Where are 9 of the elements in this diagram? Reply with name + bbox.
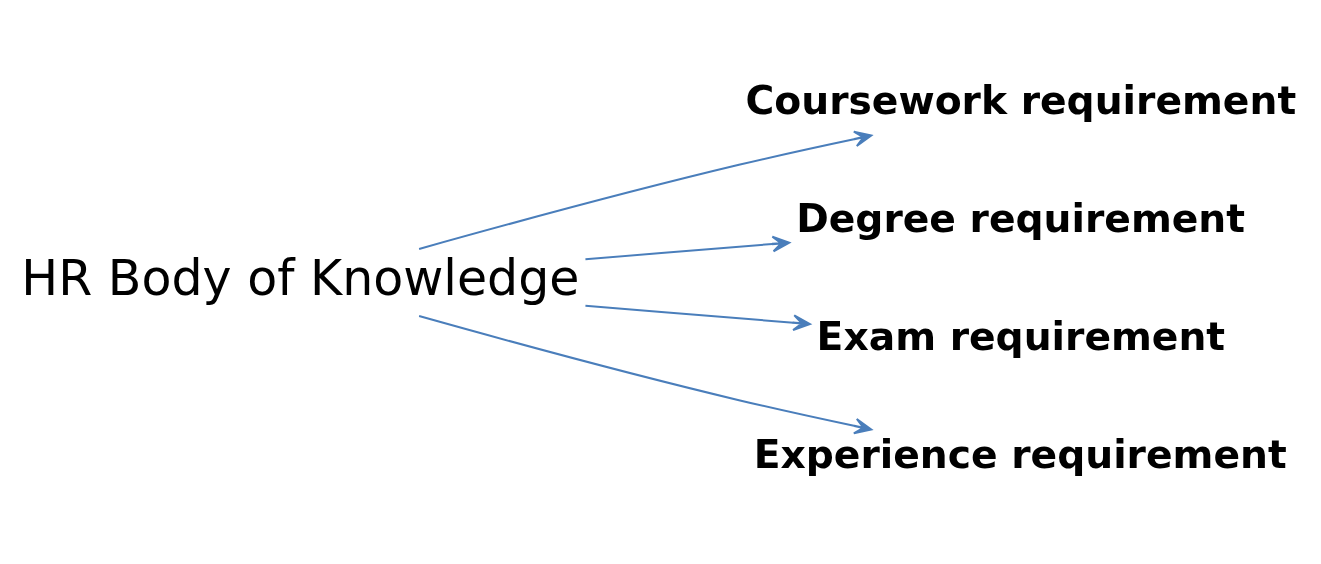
node-text: HR Body of Knowledge (21, 248, 580, 307)
arrow (418, 314, 873, 434)
node-text: Degree requirement (796, 195, 1246, 241)
node-text: Coursework requirement (745, 77, 1297, 123)
arrow (584, 304, 811, 331)
arrow (584, 235, 791, 260)
node-text: Exam requirement (816, 313, 1226, 359)
arrow (418, 130, 873, 250)
node-text: Experience requirement (753, 431, 1287, 477)
